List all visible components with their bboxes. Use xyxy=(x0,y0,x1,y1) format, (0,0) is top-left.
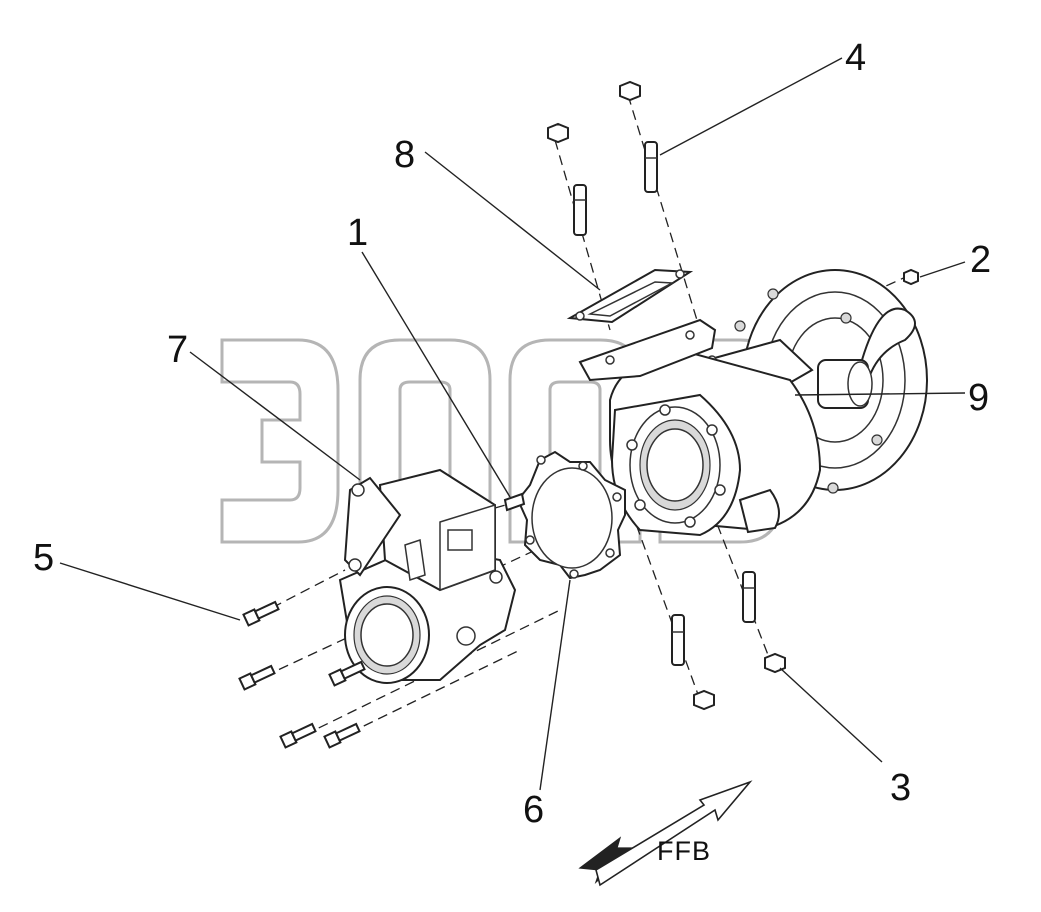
ffb-direction-arrow: FFB xyxy=(578,780,753,887)
callout-8: 8 xyxy=(394,134,415,176)
part-3-nut xyxy=(764,652,786,674)
callout-5: 5 xyxy=(33,537,54,579)
part-4-studs-bottom xyxy=(671,571,756,711)
direction-label: FFB xyxy=(657,836,711,866)
part-4-studs-top xyxy=(547,80,658,236)
callout-1: 1 xyxy=(347,212,368,254)
part-7-valve-assembly xyxy=(338,468,517,684)
callout-4: 4 xyxy=(845,37,866,79)
leader-lines xyxy=(59,57,966,791)
part-6-gasket xyxy=(516,450,626,580)
arrow-head-icon xyxy=(595,780,753,887)
callout-2: 2 xyxy=(970,239,991,281)
part-2-nut xyxy=(903,268,919,286)
callout-3: 3 xyxy=(890,767,911,809)
callout-7: 7 xyxy=(167,329,188,371)
turbocharger-assembly xyxy=(578,269,928,537)
callout-labels: 1 2 3 4 5 6 7 8 9 xyxy=(33,37,991,831)
part-8-gasket xyxy=(566,268,694,324)
part-1-pin xyxy=(503,492,526,512)
part-5-bolts xyxy=(238,600,366,749)
callout-6: 6 xyxy=(523,789,544,831)
callout-9: 9 xyxy=(968,377,989,419)
